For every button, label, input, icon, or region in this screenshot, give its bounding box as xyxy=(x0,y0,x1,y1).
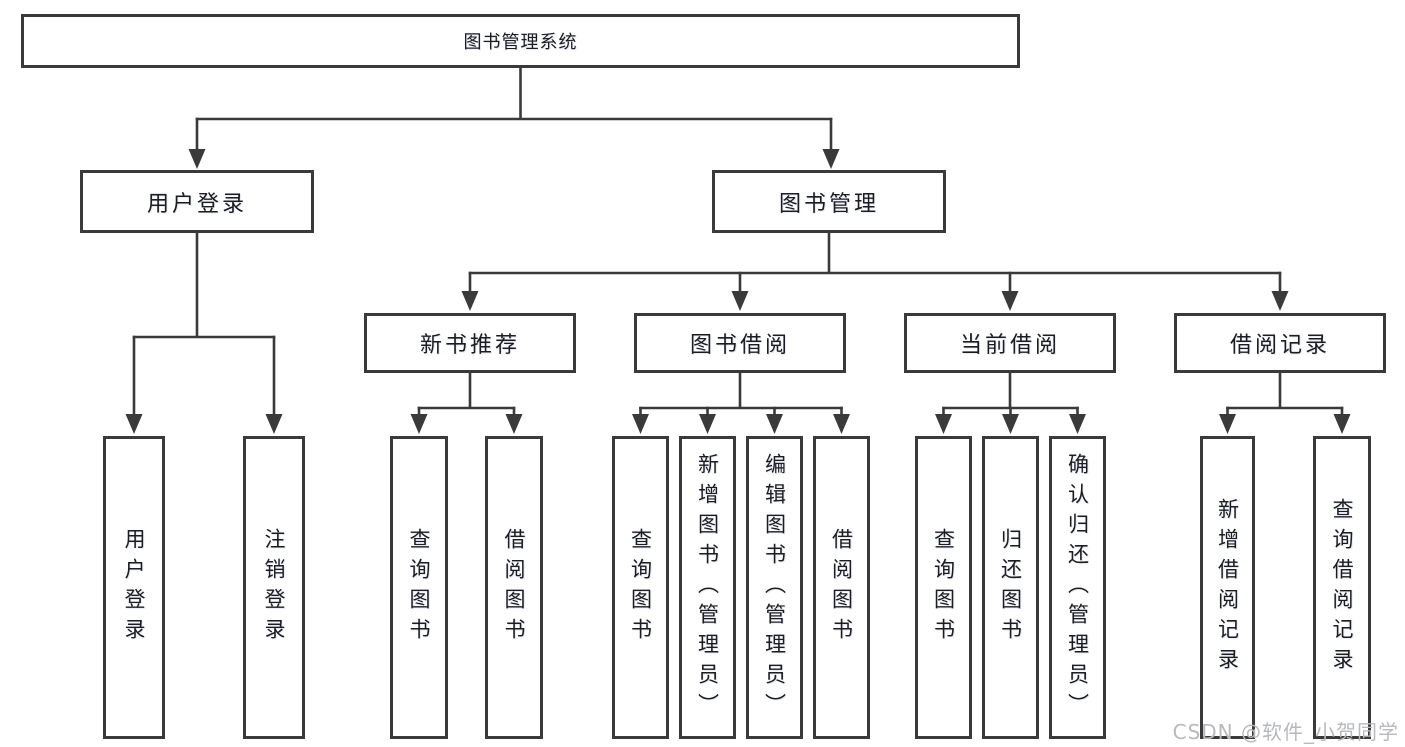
arrowhead xyxy=(1333,414,1351,434)
arrowhead xyxy=(410,414,428,434)
leaf-return-books: 归还图书 xyxy=(982,436,1039,739)
rail-new-book xyxy=(417,371,516,410)
arrowhead xyxy=(699,414,716,434)
node-library-management-system: 图书管理系统 xyxy=(21,14,1020,68)
leaf-add-borrow-record: 新增借阅记录 xyxy=(1200,436,1255,739)
csdn-watermark: CSDN @软件_小贺同学 xyxy=(1172,720,1399,744)
arrowhead xyxy=(461,291,479,311)
arrowhead xyxy=(731,291,749,311)
leaf-logout: 注销登录 xyxy=(243,436,305,739)
node-borrowing-records: 借阅记录 xyxy=(1174,313,1386,373)
arrowhead xyxy=(1271,291,1289,311)
rail-root xyxy=(195,66,833,121)
rail-borrow-records xyxy=(1226,371,1344,410)
leaf-query-books-current: 查询图书 xyxy=(915,436,972,739)
leaf-add-books-admin: 新增图书（管理员） xyxy=(679,436,736,739)
arrowhead xyxy=(125,414,143,434)
leaf-user-login: 用户登录 xyxy=(103,436,165,739)
arrowhead xyxy=(822,149,840,169)
arrowhead xyxy=(1069,414,1086,434)
arrowhead xyxy=(188,149,206,169)
rail-book-management xyxy=(468,231,1282,275)
arrowhead xyxy=(1002,414,1019,434)
arrowhead xyxy=(265,414,283,434)
rail-user-login xyxy=(132,231,276,339)
node-user-login: 用户登录 xyxy=(80,170,314,233)
leaf-confirm-return-admin: 确认归还（管理员） xyxy=(1049,436,1106,739)
node-book-borrowing: 图书借阅 xyxy=(634,313,846,373)
leaf-query-books-recommend: 查询图书 xyxy=(390,436,448,739)
node-new-book-recommendation: 新书推荐 xyxy=(364,313,576,373)
arrowhead xyxy=(766,414,783,434)
rail-current-borrow xyxy=(942,371,1079,410)
arrowhead xyxy=(1001,291,1019,311)
leaf-borrow-books-recommend: 借阅图书 xyxy=(485,436,543,739)
arrowhead xyxy=(935,414,952,434)
leaf-edit-books-admin: 编辑图书（管理员） xyxy=(746,436,803,739)
leaf-query-borrow-record: 查询借阅记录 xyxy=(1313,436,1371,739)
arrowhead xyxy=(505,414,523,434)
node-current-borrowing: 当前借阅 xyxy=(904,313,1116,373)
node-book-management: 图书管理 xyxy=(712,170,946,233)
arrowhead xyxy=(833,414,850,434)
leaf-borrow-books: 借阅图书 xyxy=(813,436,870,739)
leaf-query-books-borrow: 查询图书 xyxy=(612,436,669,739)
arrowhead xyxy=(1219,414,1236,434)
arrowhead xyxy=(632,414,649,434)
rail-book-borrow xyxy=(639,371,843,410)
